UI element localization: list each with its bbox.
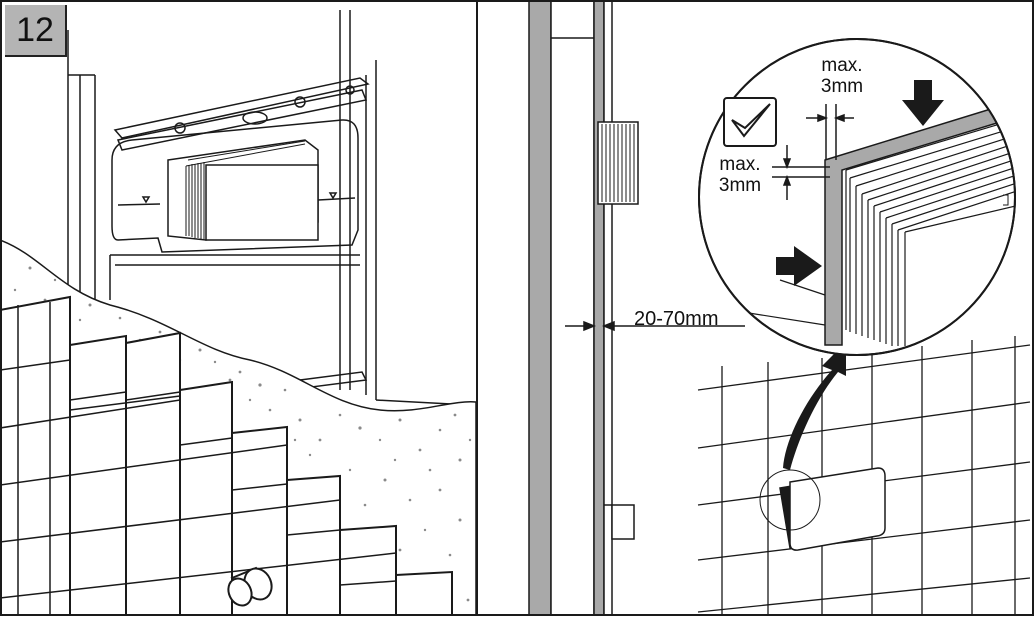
wall-section <box>528 2 635 614</box>
top-max-label: max. <box>821 55 863 76</box>
housing-box <box>111 111 359 253</box>
curved-arrow-icon <box>783 342 846 470</box>
down-arrow-icon <box>902 80 944 126</box>
side-max-label: max. <box>719 154 761 175</box>
step-number-badge: 12 <box>5 5 67 57</box>
wall-gap-label: 20-70mm <box>634 308 719 330</box>
grille-side-view <box>597 121 639 205</box>
right-arrow-icon <box>776 246 822 286</box>
tiled-wall-perspective <box>697 336 1031 614</box>
grille-module <box>167 139 319 241</box>
top-gap-value: 3mm <box>820 76 864 97</box>
tile-grid <box>2 295 453 614</box>
gap-dimension <box>565 320 745 332</box>
grille-installed <box>759 467 886 551</box>
check-icon <box>723 97 777 147</box>
left-panel <box>2 10 476 614</box>
side-gap-value: 3mm <box>718 175 762 196</box>
right-panel <box>528 2 1031 614</box>
pipe-stub <box>227 566 273 607</box>
side-gap-dimension <box>772 145 830 200</box>
top-gap-dimension <box>806 104 854 160</box>
